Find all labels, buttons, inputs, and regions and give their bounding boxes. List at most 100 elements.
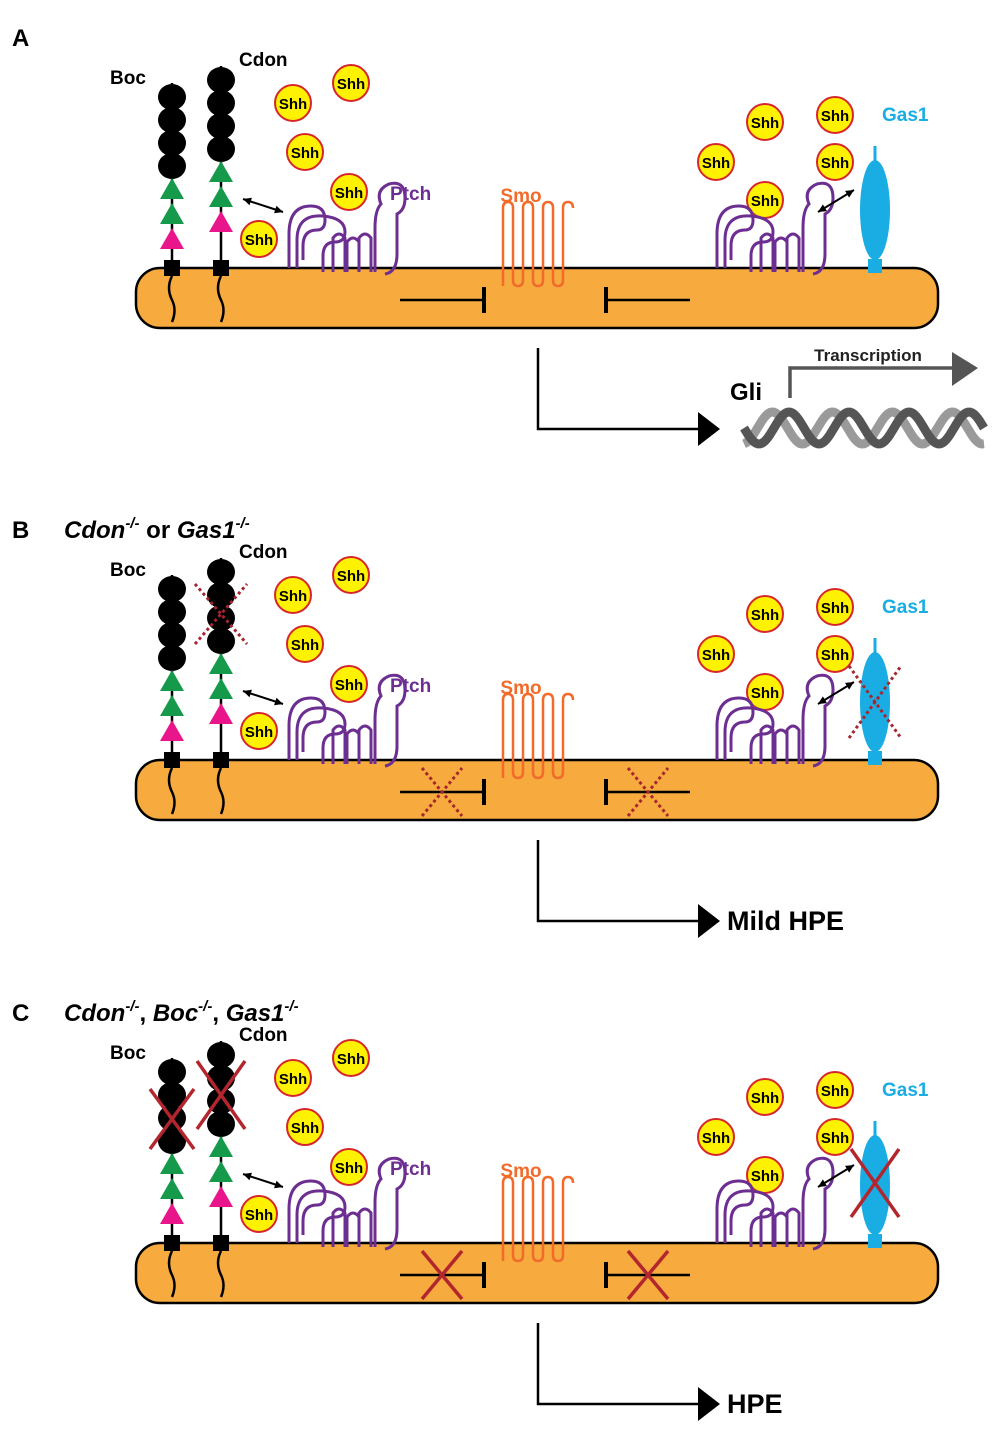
ptch-receptor-right bbox=[715, 673, 835, 768]
inhibition-cross-right bbox=[626, 767, 670, 817]
shh-ligand: Shh bbox=[332, 64, 370, 102]
shh-ligand: Shh bbox=[816, 588, 854, 626]
ptch-receptor-right bbox=[715, 181, 835, 276]
outcome-label: Mild HPE bbox=[727, 906, 844, 936]
inhibition-cross-left bbox=[420, 1249, 464, 1301]
shh-ligand: Shh bbox=[240, 220, 278, 258]
ptch-gas1-binding-arrow bbox=[817, 1164, 855, 1188]
title-part: Cdon bbox=[64, 517, 125, 544]
ptch-label: Ptch bbox=[390, 676, 431, 697]
shh-label: Shh bbox=[279, 1071, 307, 1088]
gas1-knockout-cross bbox=[849, 1147, 901, 1219]
shh-ligand: Shh bbox=[286, 625, 324, 663]
shh-label: Shh bbox=[821, 1130, 849, 1147]
shh-label: Shh bbox=[821, 647, 849, 664]
gli-label: Gli bbox=[730, 379, 762, 406]
cell-membrane bbox=[134, 758, 940, 822]
inhibition-cross-left bbox=[420, 767, 464, 817]
title-part: , bbox=[212, 1000, 225, 1027]
panel-letter: C bbox=[12, 1000, 29, 1027]
shh-label: Shh bbox=[291, 637, 319, 654]
smo-receptor bbox=[501, 692, 575, 780]
shh-label: Shh bbox=[702, 1130, 730, 1147]
ptch-receptor-left bbox=[287, 1156, 407, 1251]
shh-ligand: Shh bbox=[746, 1078, 784, 1116]
shh-ligand: Shh bbox=[816, 96, 854, 134]
shh-ligand: Shh bbox=[240, 712, 278, 750]
shh-label: Shh bbox=[337, 568, 365, 585]
panel-letter: B bbox=[12, 517, 29, 544]
downstream-arrow bbox=[536, 1323, 720, 1421]
shh-ligand: Shh bbox=[274, 576, 312, 614]
shh-ligand: Shh bbox=[746, 181, 784, 219]
title-part: Gas1 bbox=[226, 1000, 285, 1027]
title-part: Gas1 bbox=[177, 517, 236, 544]
shh-ligand: Shh bbox=[816, 635, 854, 673]
shh-ligand: Shh bbox=[330, 665, 368, 703]
title-part: -/- bbox=[125, 515, 139, 532]
boc-label: Boc bbox=[110, 68, 146, 89]
downstream-arrow bbox=[536, 348, 720, 446]
shh-label: Shh bbox=[702, 155, 730, 172]
boc-knockout-cross bbox=[148, 1087, 196, 1151]
inhibition-cross-right bbox=[626, 1249, 670, 1301]
shh-ligand: Shh bbox=[274, 84, 312, 122]
shh-label: Shh bbox=[335, 677, 363, 694]
shh-label: Shh bbox=[245, 232, 273, 249]
shh-ligand: Shh bbox=[332, 1039, 370, 1077]
panel-title: Cdon-/- or Gas1-/- bbox=[64, 515, 250, 544]
boc-receptor bbox=[158, 575, 186, 815]
shh-label: Shh bbox=[751, 685, 779, 702]
smo-receptor bbox=[501, 1175, 575, 1263]
gas1-coreceptor bbox=[860, 146, 890, 273]
transcription-arrow bbox=[788, 352, 978, 398]
shh-label: Shh bbox=[751, 607, 779, 624]
title-part: or bbox=[139, 517, 176, 544]
gas1-label: Gas1 bbox=[882, 105, 929, 126]
ptch-receptor-left bbox=[287, 673, 407, 768]
shh-ligand: Shh bbox=[816, 143, 854, 181]
shh-label: Shh bbox=[335, 185, 363, 202]
title-part: Boc bbox=[153, 1000, 198, 1027]
ptch-gas1-binding-arrow bbox=[817, 681, 855, 705]
shh-ligand: Shh bbox=[697, 1118, 735, 1156]
shh-label: Shh bbox=[751, 1090, 779, 1107]
shh-label: Shh bbox=[751, 115, 779, 132]
boc-label: Boc bbox=[110, 560, 146, 581]
shh-label: Shh bbox=[702, 647, 730, 664]
shh-label: Shh bbox=[337, 1051, 365, 1068]
shh-ligand: Shh bbox=[330, 173, 368, 211]
shh-label: Shh bbox=[245, 724, 273, 741]
title-part: -/- bbox=[236, 515, 250, 532]
shh-label: Shh bbox=[335, 1160, 363, 1177]
smo-label: Smo bbox=[500, 678, 541, 699]
cdon-receptor bbox=[207, 66, 235, 323]
shh-label: Shh bbox=[245, 1207, 273, 1224]
ptch-label: Ptch bbox=[390, 1159, 431, 1180]
shh-label: Shh bbox=[279, 96, 307, 113]
shh-ligand: Shh bbox=[697, 143, 735, 181]
shh-ligand: Shh bbox=[286, 1108, 324, 1146]
shh-ligand: Shh bbox=[746, 673, 784, 711]
ptch-receptor-left bbox=[287, 181, 407, 276]
ptch-receptor-right bbox=[715, 1156, 835, 1251]
gli-dna bbox=[740, 407, 988, 449]
shh-label: Shh bbox=[279, 588, 307, 605]
shh-ligand: Shh bbox=[274, 1059, 312, 1097]
panel-letter: A bbox=[12, 25, 29, 52]
cdon-receptor bbox=[207, 558, 235, 815]
shh-ligand: Shh bbox=[746, 595, 784, 633]
smo-label: Smo bbox=[500, 1161, 541, 1182]
title-part: , bbox=[139, 1000, 152, 1027]
gas1-label: Gas1 bbox=[882, 597, 929, 618]
shh-ligand: Shh bbox=[330, 1148, 368, 1186]
panel-title: Cdon-/-, Boc-/-, Gas1-/- bbox=[64, 998, 299, 1027]
ptch-inhibits-smo-left bbox=[400, 287, 486, 313]
cdon-label: Cdon bbox=[239, 542, 288, 563]
shh-ligand: Shh bbox=[332, 556, 370, 594]
shh-ligand: Shh bbox=[697, 635, 735, 673]
transcription-label: Transcription bbox=[814, 346, 922, 365]
